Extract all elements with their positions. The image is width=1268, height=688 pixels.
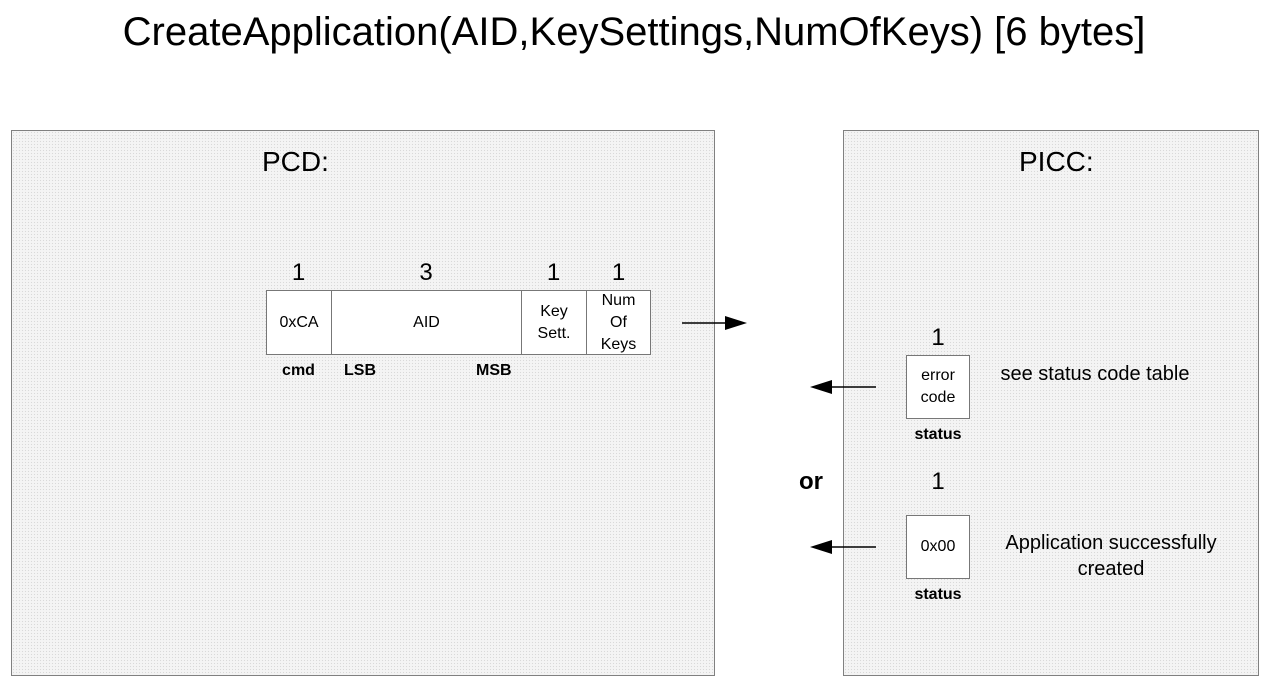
success-size: 1 <box>931 468 945 495</box>
error-code-box: error code <box>906 355 970 419</box>
field-size-num-keys: 1 <box>611 259 626 286</box>
diagram-title: CreateApplication(AID,KeySettings,NumOfK… <box>122 10 1146 54</box>
success-note: Application successfully created <box>1005 532 1217 580</box>
error-status-label: status <box>914 426 962 443</box>
lsb-label: LSB <box>344 362 376 379</box>
error-size: 1 <box>931 324 945 351</box>
success-response-arrow <box>810 540 876 554</box>
error-response-arrow <box>810 380 876 394</box>
success-code-box: 0x00 <box>906 515 970 579</box>
field-size-aid: 3 <box>419 259 433 286</box>
command-frame: 0xCA AID Key Sett. Num Of Keys <box>266 290 651 355</box>
success-status-label: status <box>914 586 962 603</box>
or-text: or <box>799 468 823 495</box>
field-size-cmd: 1 <box>291 259 306 286</box>
pcd-label: PCD: <box>262 146 329 177</box>
request-arrow <box>682 316 747 330</box>
field-aid: AID <box>332 291 522 354</box>
msb-label: MSB <box>476 362 512 379</box>
field-cmd: 0xCA <box>267 291 332 354</box>
pcd-panel <box>11 130 715 676</box>
field-key-settings: Key Sett. <box>522 291 587 354</box>
field-num-keys: Num Of Keys <box>600 291 637 353</box>
field-size-key-settings: 1 <box>546 259 561 286</box>
cmd-label: cmd <box>282 362 315 379</box>
error-note: see status code table <box>1000 363 1190 385</box>
picc-label: PICC: <box>1019 146 1094 177</box>
